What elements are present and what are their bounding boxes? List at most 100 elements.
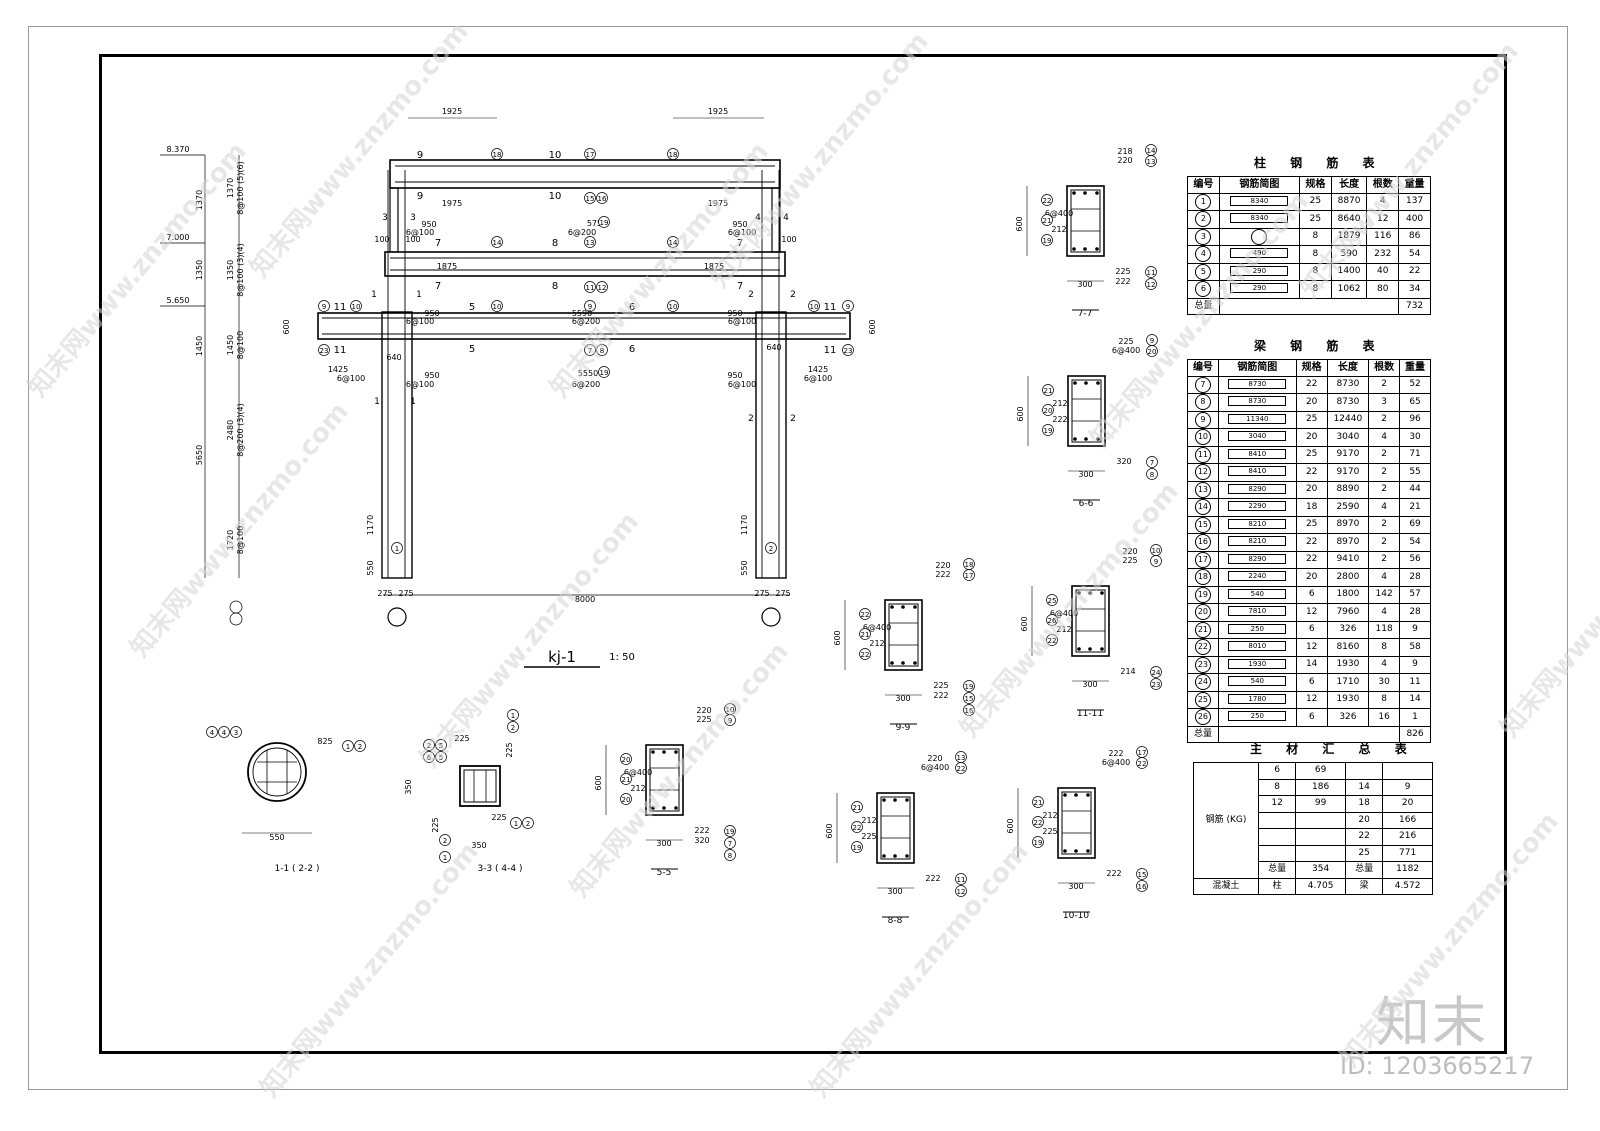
bar-mark-number: 17 (586, 151, 595, 159)
table-cell: 58 (1399, 638, 1431, 657)
section-cut: 3 (382, 213, 388, 223)
bar-mark-number: 4 (222, 729, 227, 737)
bar-shape-cell: 1780 (1217, 690, 1297, 709)
dim-label: 275 (398, 589, 413, 598)
section-cut: 1 (410, 397, 416, 407)
bar-mark-circle (842, 344, 854, 356)
stirrup (463, 769, 497, 803)
bar-shape: 2240 (1228, 571, 1287, 582)
bar-mark-circle (1150, 666, 1162, 678)
bar-id-cell: 7 (1187, 375, 1219, 394)
bar-id-cell: 8 (1187, 393, 1219, 412)
section-cut: 1 (371, 290, 377, 300)
bar-mark-number: 9 (728, 717, 732, 725)
bar-mark-number: 9 (588, 303, 592, 311)
section-label: 225 (1118, 337, 1133, 346)
bar-id-badge: 26 (1194, 709, 1211, 725)
bar-id-badge: 18 (1194, 569, 1211, 585)
table-cell: 1 (1399, 708, 1431, 727)
section-label: 320 (1116, 457, 1131, 466)
section-10-10: 60030010-102226@400212225222172221221915… (1006, 746, 1148, 921)
section-id: 11-11 (1077, 709, 1103, 719)
table-cell: 54 (1398, 245, 1431, 264)
bar-mark-number: 8 (728, 852, 732, 860)
bar-shape-cell: 2240 (1217, 568, 1297, 587)
section-label: 222 (935, 570, 950, 579)
beam-mark: 7 (737, 281, 743, 292)
top-beam (389, 159, 781, 189)
beam-mark: 9 (417, 150, 423, 161)
bar-mark-number: 23 (844, 347, 853, 355)
section-width: 300 (1078, 470, 1093, 479)
table-cell: 8 (1299, 280, 1332, 299)
height-label: 1350 (195, 260, 204, 280)
bar-mark-circle (439, 834, 451, 846)
cantilever-beam (317, 312, 851, 340)
table-header-cell: 规格 (1299, 176, 1332, 194)
bar-mark-number: 7 (1150, 459, 1154, 467)
bar-mark-circle (491, 148, 503, 160)
dim-label: 1875 (704, 262, 724, 271)
section-label: 225 (933, 681, 948, 690)
bar-id-badge: 1 (1195, 193, 1212, 210)
section-width: 300 (656, 839, 671, 848)
section-9-9: 6003009-92202226@40021222522218172221221… (833, 558, 975, 733)
bar-mark-number: 9 (1154, 558, 1158, 566)
beam-mark: 11 (824, 302, 837, 313)
bar-mark-number: 9 (322, 303, 326, 311)
summary-cell: 20 (1344, 811, 1384, 829)
table-cell: 9 (1399, 620, 1431, 639)
bar-shape: 8410 (1228, 448, 1287, 459)
dim-label: 6@100 (728, 317, 756, 326)
table-cell: 8890 (1326, 480, 1370, 499)
section-height: 600 (1016, 406, 1025, 421)
bar-mark-number: 22 (853, 824, 862, 832)
right-column (755, 311, 787, 579)
frame-title: kj-1 (548, 648, 576, 666)
bar-id-cell: 23 (1187, 655, 1219, 674)
dim-label: 225 (431, 817, 440, 832)
table-cell: 12440 (1326, 410, 1370, 429)
table-cell: 3040 (1326, 428, 1370, 447)
bar-mark-number: 4 (210, 729, 215, 737)
bar-mark-number: 16 (598, 195, 607, 203)
summary-cell (1295, 828, 1346, 846)
bar-mark-number: 10 (669, 303, 678, 311)
section-width: 300 (1077, 280, 1092, 289)
bar-mark-circle (218, 726, 230, 738)
beam-mark: 6 (629, 302, 635, 313)
bar-id-badge: 2 (1195, 211, 1212, 227)
dim-label: 6@200 (572, 317, 600, 326)
section-label: 6@400 (1112, 346, 1140, 355)
beam-mark: 7 (435, 281, 441, 292)
bar-mark-number: 22 (861, 651, 870, 659)
spacing-bar: 8@100 (3)(4) (236, 243, 245, 297)
axis-bubble (229, 612, 243, 626)
bar-id-cell: 25 (1187, 690, 1219, 709)
dim-label: 275 (377, 589, 392, 598)
summary-cell: 99 (1295, 795, 1346, 813)
stirrup (1061, 791, 1092, 855)
summary-cell: 216 (1382, 828, 1433, 846)
table-cell: 20 (1295, 568, 1328, 587)
bar-mark-circle (1146, 345, 1158, 357)
bar-mark-number: 23 (320, 347, 329, 355)
bar-mark-circle (507, 709, 519, 721)
table-cell: 65 (1399, 393, 1431, 412)
summary-table-title: 主 材 汇 总 表 (1250, 742, 1417, 756)
dim-label: 5590 (572, 309, 592, 318)
section-label: 222 (925, 874, 940, 883)
bar-mark-number: 9 (1150, 337, 1154, 345)
bar-mark-circle (1145, 155, 1157, 167)
rebar-dot (1083, 247, 1087, 251)
bar-id-badge: 6 (1195, 281, 1212, 297)
bar-id-badge: 12 (1194, 464, 1211, 480)
bar-mark-circle (1046, 594, 1058, 606)
